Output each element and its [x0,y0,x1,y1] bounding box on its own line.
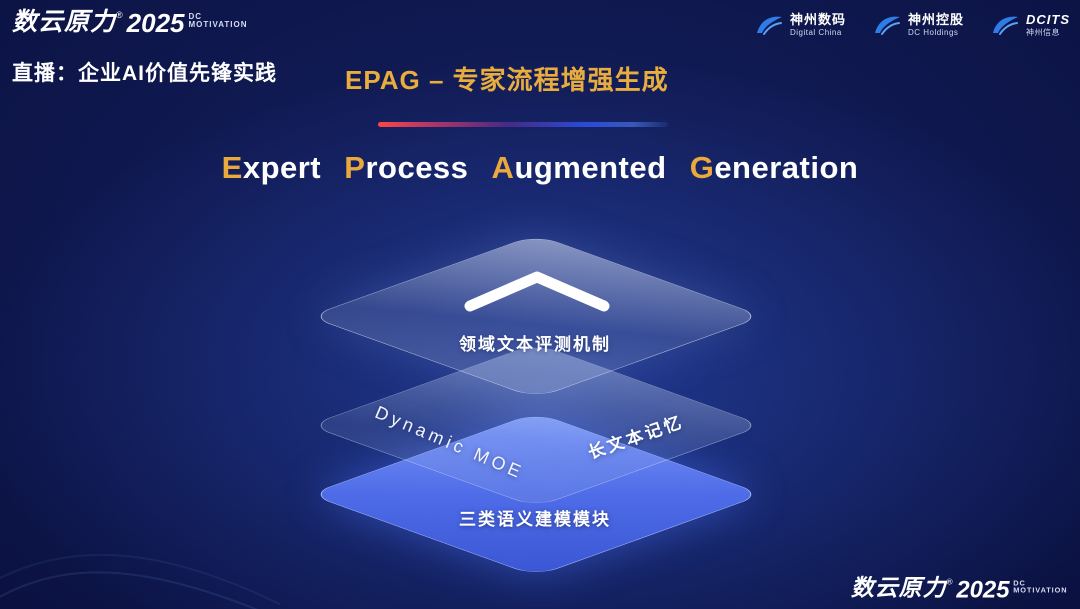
partner-name: 神州控股 [907,12,964,27]
brand-tagline: DC MOTIVATION [189,13,248,29]
title-accent-letter: G [689,150,715,185]
swoosh-icon [993,16,1018,35]
swoosh-icon [874,16,900,35]
title-word: Augmented [492,150,667,185]
layer-top-surface [308,234,764,399]
brand-tag-motivation: MOTIVATION [188,20,248,29]
registered-mark: ® [947,577,954,587]
logo-dc-holdings: 神州控股 DC Holdings [872,12,964,37]
brand-tag-motivation: MOTIVATION [1013,586,1068,595]
swoosh-icon [756,16,782,35]
logo-digital-china: 神州数码 Digital China [754,12,846,37]
partner-subname: DC Holdings [907,27,959,37]
brand-logo-bottom: 数云原力 ® 2025 DC MOTIVATION [851,577,1068,601]
partner-subname: 神州信息 [1026,27,1060,37]
partner-name: 神州数码 [789,12,846,27]
logo-dcits: DCITS 神州信息 [990,12,1070,37]
title-accent-letter: A [491,150,515,185]
title-word-rest: rocess [365,150,469,185]
decorative-waves [0,553,280,609]
brand-year: 2025 [956,575,1011,603]
chevron-up-icon [464,271,610,312]
brand-name: 数云原力 [12,8,117,36]
brand-year: 2025 [126,8,185,38]
title-word: Generation [690,150,859,185]
brand-logo-top: 数云原力 ® 2025 DC MOTIVATION [12,8,248,38]
brand-name: 数云原力 [851,575,948,601]
main-title: Expert Process Augmented Generation [0,150,1080,186]
slide-title: EPAG – 专家流程增强生成 [345,65,669,95]
title-word: Expert [222,150,322,185]
title-accent-letter: E [221,150,243,185]
brand-tag-dc: DC [188,12,203,21]
live-stream-label: 直播：企业AI价值先锋实践 [12,62,277,85]
registered-mark: ® [116,10,123,20]
gradient-divider [378,122,668,127]
title-word: Process [344,150,468,185]
title-accent-letter: P [344,150,366,185]
title-word-rest: eneration [714,150,859,185]
brand-tagline: DC MOTIVATION [1013,578,1068,595]
title-word-rest: xpert [242,150,322,185]
layer-top [308,234,764,399]
partner-name: DCITS [1026,12,1070,27]
layer-top-label: 领域文本评测机制 [459,335,611,354]
partner-subname: Digital China [789,27,842,37]
partner-logos: 神州数码 Digital China 神州控股 DC Holdings DCIT… [754,12,1070,37]
title-word-rest: ugmented [514,150,667,185]
layer-bottom-label: 三类语义建模模块 [459,510,611,529]
brand-tag-dc: DC [1013,578,1027,588]
